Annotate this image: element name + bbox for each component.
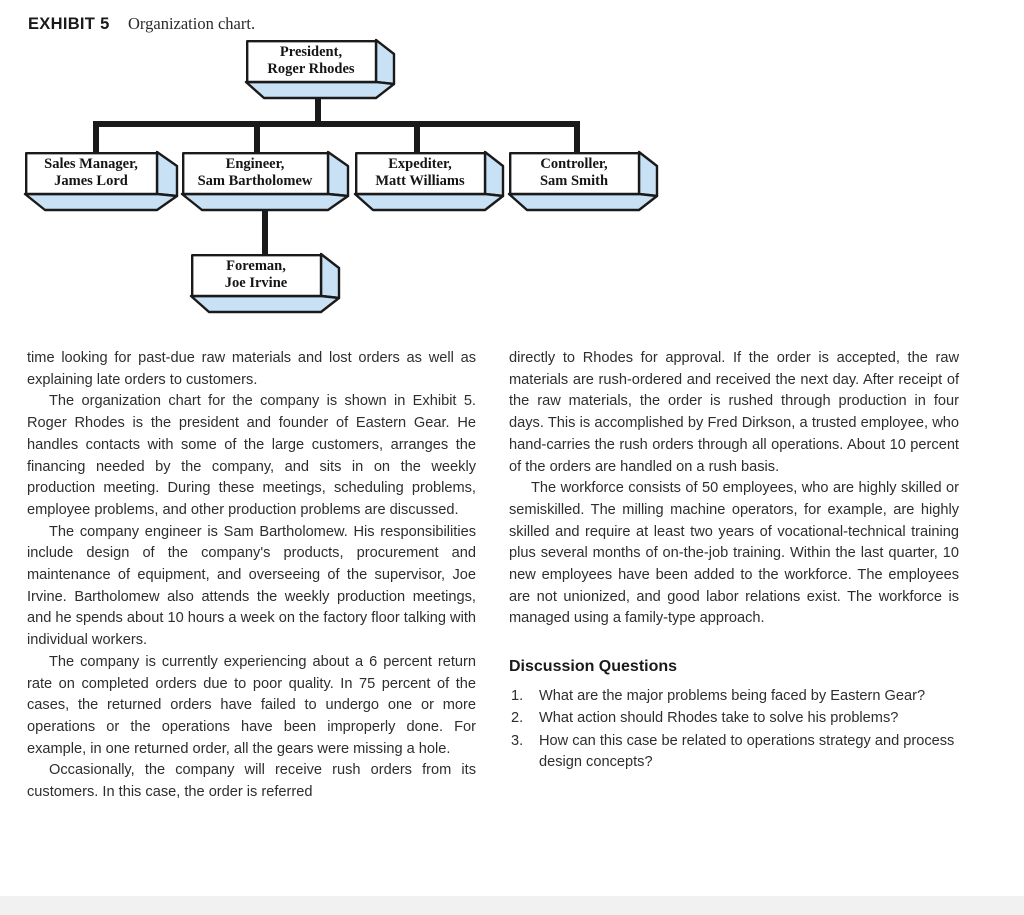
discussion-questions-heading: Discussion Questions bbox=[509, 658, 678, 676]
text-column-right: directly to Rhodes for approval. If the … bbox=[509, 348, 959, 775]
box-3d-shape bbox=[244, 38, 396, 100]
org-node-sales-manager[interactable]: Sales Manager, James Lord bbox=[23, 150, 179, 212]
paragraph: The company is currently experiencing ab… bbox=[27, 653, 476, 757]
list-item-number: 1. bbox=[511, 687, 524, 704]
list-item-number: 2. bbox=[511, 710, 524, 727]
paragraph: The organization chart for the company i… bbox=[27, 393, 476, 518]
list-item: 2. What action should Rhodes take to sol… bbox=[509, 708, 959, 730]
connector-drop-engineer bbox=[254, 121, 260, 155]
box-3d-shape bbox=[507, 150, 659, 212]
exhibit-header: EXHIBIT 5 Organization chart. bbox=[28, 14, 255, 34]
paragraph: directly to Rhodes for approval. If the … bbox=[509, 350, 959, 475]
paragraph: The workforce consists of 50 employees, … bbox=[509, 480, 959, 627]
list-item: 3. How can this case be related to opera… bbox=[509, 731, 959, 774]
organization-chart: President, Roger Rhodes Sales Manager, J… bbox=[0, 0, 1024, 330]
paragraph: The company engineer is Sam Bartholomew.… bbox=[27, 523, 476, 649]
discussion-questions-list: 1. What are the major problems being fac… bbox=[509, 686, 959, 774]
paragraph: time looking for past-due raw materials … bbox=[27, 350, 476, 388]
exhibit-label: EXHIBIT 5 bbox=[28, 15, 110, 33]
connector-engineer-to-foreman bbox=[262, 206, 268, 257]
list-item-text: How can this case be related to operatio… bbox=[539, 732, 955, 771]
connector-horizontal-bus bbox=[93, 121, 580, 127]
connector-drop-sales-manager bbox=[93, 121, 99, 155]
list-item-number: 3. bbox=[511, 732, 524, 749]
exhibit-caption: Organization chart. bbox=[128, 14, 256, 33]
paragraph: Occasionally, the company will receive r… bbox=[27, 762, 476, 801]
connector-president-stem bbox=[315, 96, 321, 126]
org-node-foreman[interactable]: Foreman, Joe Irvine bbox=[189, 252, 341, 314]
list-item-text: What action should Rhodes take to solve … bbox=[539, 710, 899, 727]
org-node-president[interactable]: President, Roger Rhodes bbox=[244, 38, 396, 100]
org-node-controller[interactable]: Controller, Sam Smith bbox=[507, 150, 659, 212]
org-node-engineer[interactable]: Engineer, Sam Bartholomew bbox=[180, 150, 350, 212]
box-3d-shape bbox=[180, 150, 350, 212]
list-item: 1. What are the major problems being fac… bbox=[509, 686, 959, 708]
list-item-text: What are the major problems being faced … bbox=[539, 687, 926, 704]
box-3d-shape bbox=[189, 252, 341, 314]
box-3d-shape bbox=[23, 150, 179, 212]
box-3d-shape bbox=[353, 150, 505, 212]
page-footer-band bbox=[0, 896, 1024, 915]
connector-drop-expediter bbox=[414, 121, 420, 155]
connector-drop-controller bbox=[574, 121, 580, 155]
text-column-left: time looking for past-due raw materials … bbox=[27, 348, 476, 804]
org-node-expediter[interactable]: Expediter, Matt Williams bbox=[353, 150, 505, 212]
